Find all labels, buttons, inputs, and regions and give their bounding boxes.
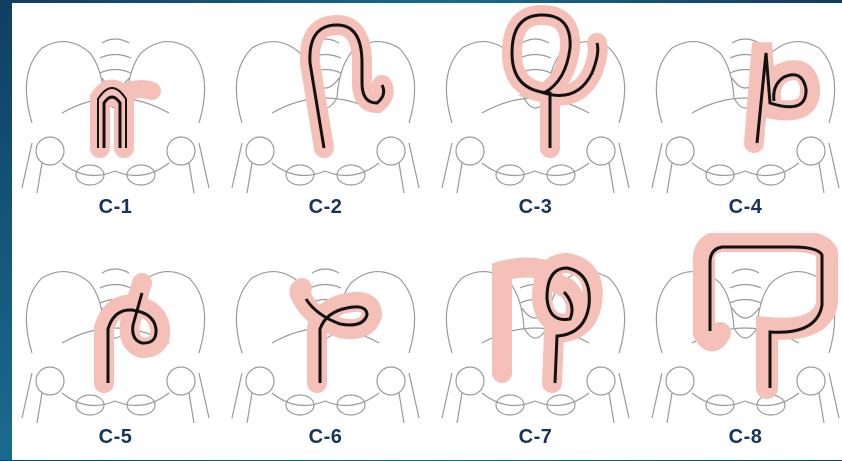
panel-c6: C-6 xyxy=(222,233,429,461)
colon-shape-c7 xyxy=(502,263,593,383)
diagram-sheet: C-1 C-2 C-3 C-4 C-5 xyxy=(12,3,842,460)
panel-label: C-8 xyxy=(642,426,842,449)
panel-c3: C-3 xyxy=(432,3,639,231)
panel-label: C-7 xyxy=(432,426,639,449)
panel-label: C-6 xyxy=(222,426,429,449)
panel-label: C-5 xyxy=(12,426,219,449)
panel-c1: C-1 xyxy=(12,3,219,231)
panel-c7: C-7 xyxy=(432,233,639,461)
panel-label: C-3 xyxy=(432,196,639,219)
panel-c8: C-8 xyxy=(642,233,842,461)
panel-c5: C-5 xyxy=(12,233,219,461)
panel-label: C-2 xyxy=(222,196,429,219)
panel-c4: C-4 xyxy=(642,3,842,231)
panel-label: C-1 xyxy=(12,196,219,219)
colon-shape-c6 xyxy=(300,288,373,383)
colon-shape-c8 xyxy=(704,241,827,388)
panel-label: C-4 xyxy=(642,196,842,219)
panel-c2: C-2 xyxy=(222,3,429,231)
